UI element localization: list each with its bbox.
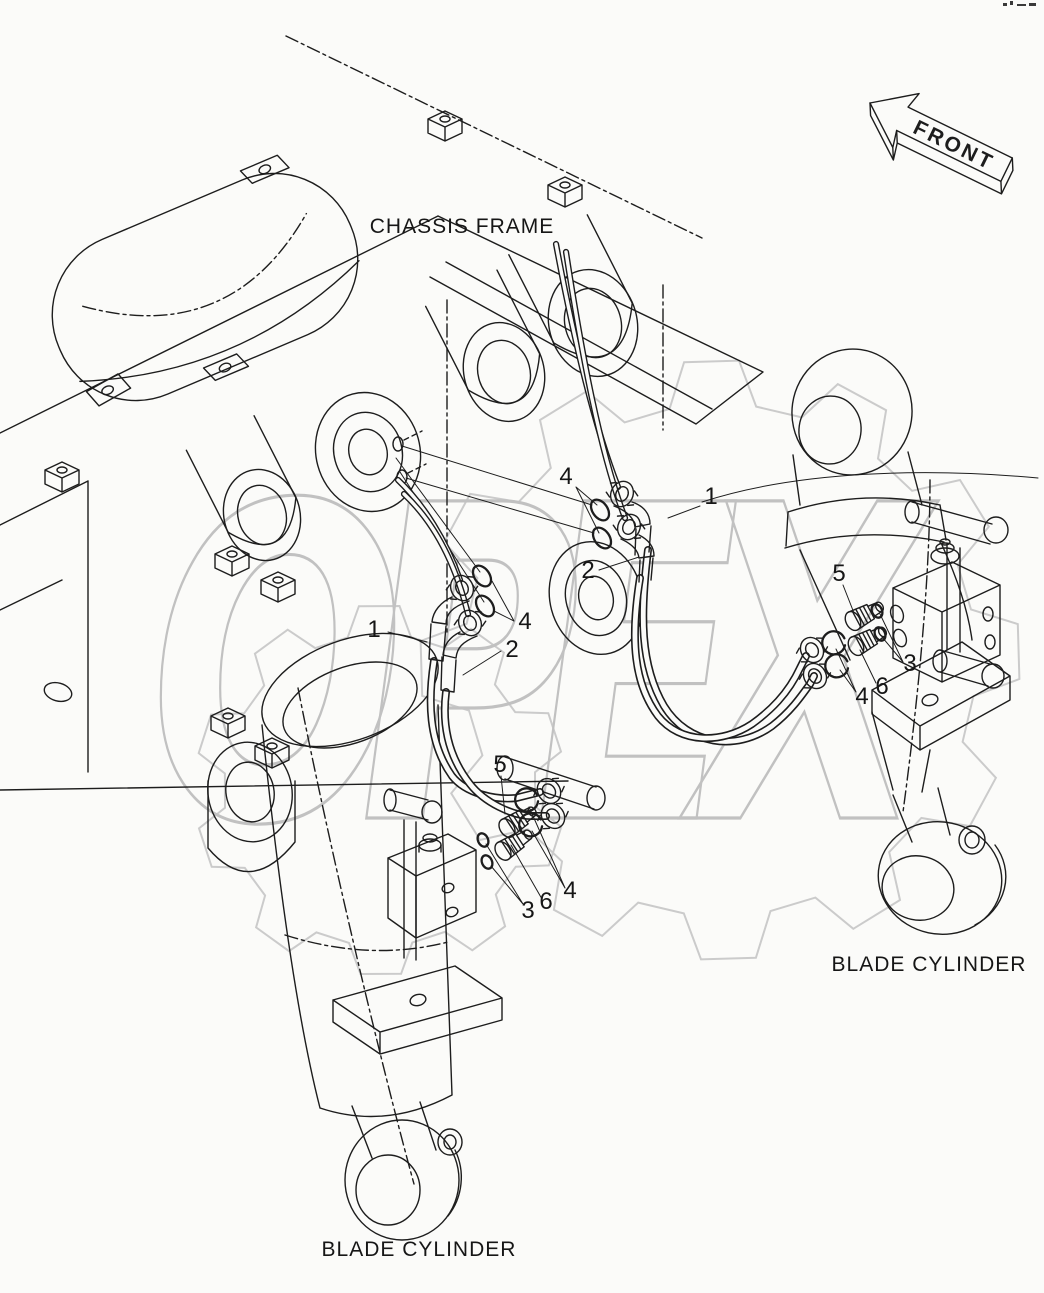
hatch-opening (51, 154, 360, 407)
valve-block-left (387, 833, 477, 939)
blade-cylinder-right-drawing (701, 348, 1039, 935)
bracket-plate-right (871, 641, 1011, 751)
callout-ref: 4 (563, 877, 576, 904)
callout-ref: 1 (367, 616, 380, 643)
blade-cylinder-right-label: BLADE CYLINDER (832, 953, 1027, 976)
callout-ref: 3 (903, 650, 916, 677)
o-ring (589, 498, 611, 522)
callout-ref: 5 (832, 560, 845, 587)
callout-ref: 4 (518, 608, 531, 635)
hoses (426, 546, 818, 820)
port-seal (873, 626, 887, 642)
frame-clevis-boss (207, 741, 296, 873)
gear-watermark-large (419, 359, 1021, 961)
cube-nut (547, 176, 583, 208)
gear-watermark-small (197, 604, 563, 976)
port-seal (476, 832, 490, 848)
chassis-frame-label: CHASSIS FRAME (370, 215, 555, 238)
callout-ref: 6 (539, 888, 552, 915)
valve-block-right (889, 538, 1001, 683)
o-ring (471, 564, 493, 588)
callout-ref: 4 (855, 683, 868, 710)
frame-hole (43, 268, 644, 703)
port-seal (870, 603, 884, 619)
bracket-plate-left (332, 965, 503, 1055)
blade-cylinder-left-drawing (261, 632, 606, 1241)
callouts: 4 1 2 1 4 2 5 3 6 4 5 3 6 4 (367, 463, 916, 924)
leader-lines (387, 486, 904, 905)
callout-ref: 2 (505, 636, 518, 663)
callout-ref: 6 (875, 673, 888, 700)
fittings (428, 475, 891, 870)
o-ring (591, 526, 613, 550)
lock-pin-left (383, 755, 606, 961)
callout-ref: 3 (521, 897, 534, 924)
callout-ref: 1 (704, 483, 717, 510)
mounting-boss (314, 391, 427, 513)
callout-ref: 5 (493, 751, 506, 778)
front-direction-arrow: FRONT (869, 92, 1014, 195)
chassis-frame-drawing (0, 35, 764, 873)
blade-cylinder-bottom-label: BLADE CYLINDER (322, 1238, 517, 1261)
watermark-text: OPEX (150, 415, 939, 921)
cube-nut (427, 110, 463, 142)
front-arrow-label: FRONT (910, 116, 999, 175)
o-ring (474, 594, 496, 618)
page-corner-marks (1003, 1, 1036, 6)
callout-ref: 2 (581, 557, 594, 584)
port-seal (480, 854, 494, 870)
pipes (394, 240, 629, 618)
callout-ref: 4 (559, 463, 572, 490)
lock-pin-right (904, 500, 1009, 689)
